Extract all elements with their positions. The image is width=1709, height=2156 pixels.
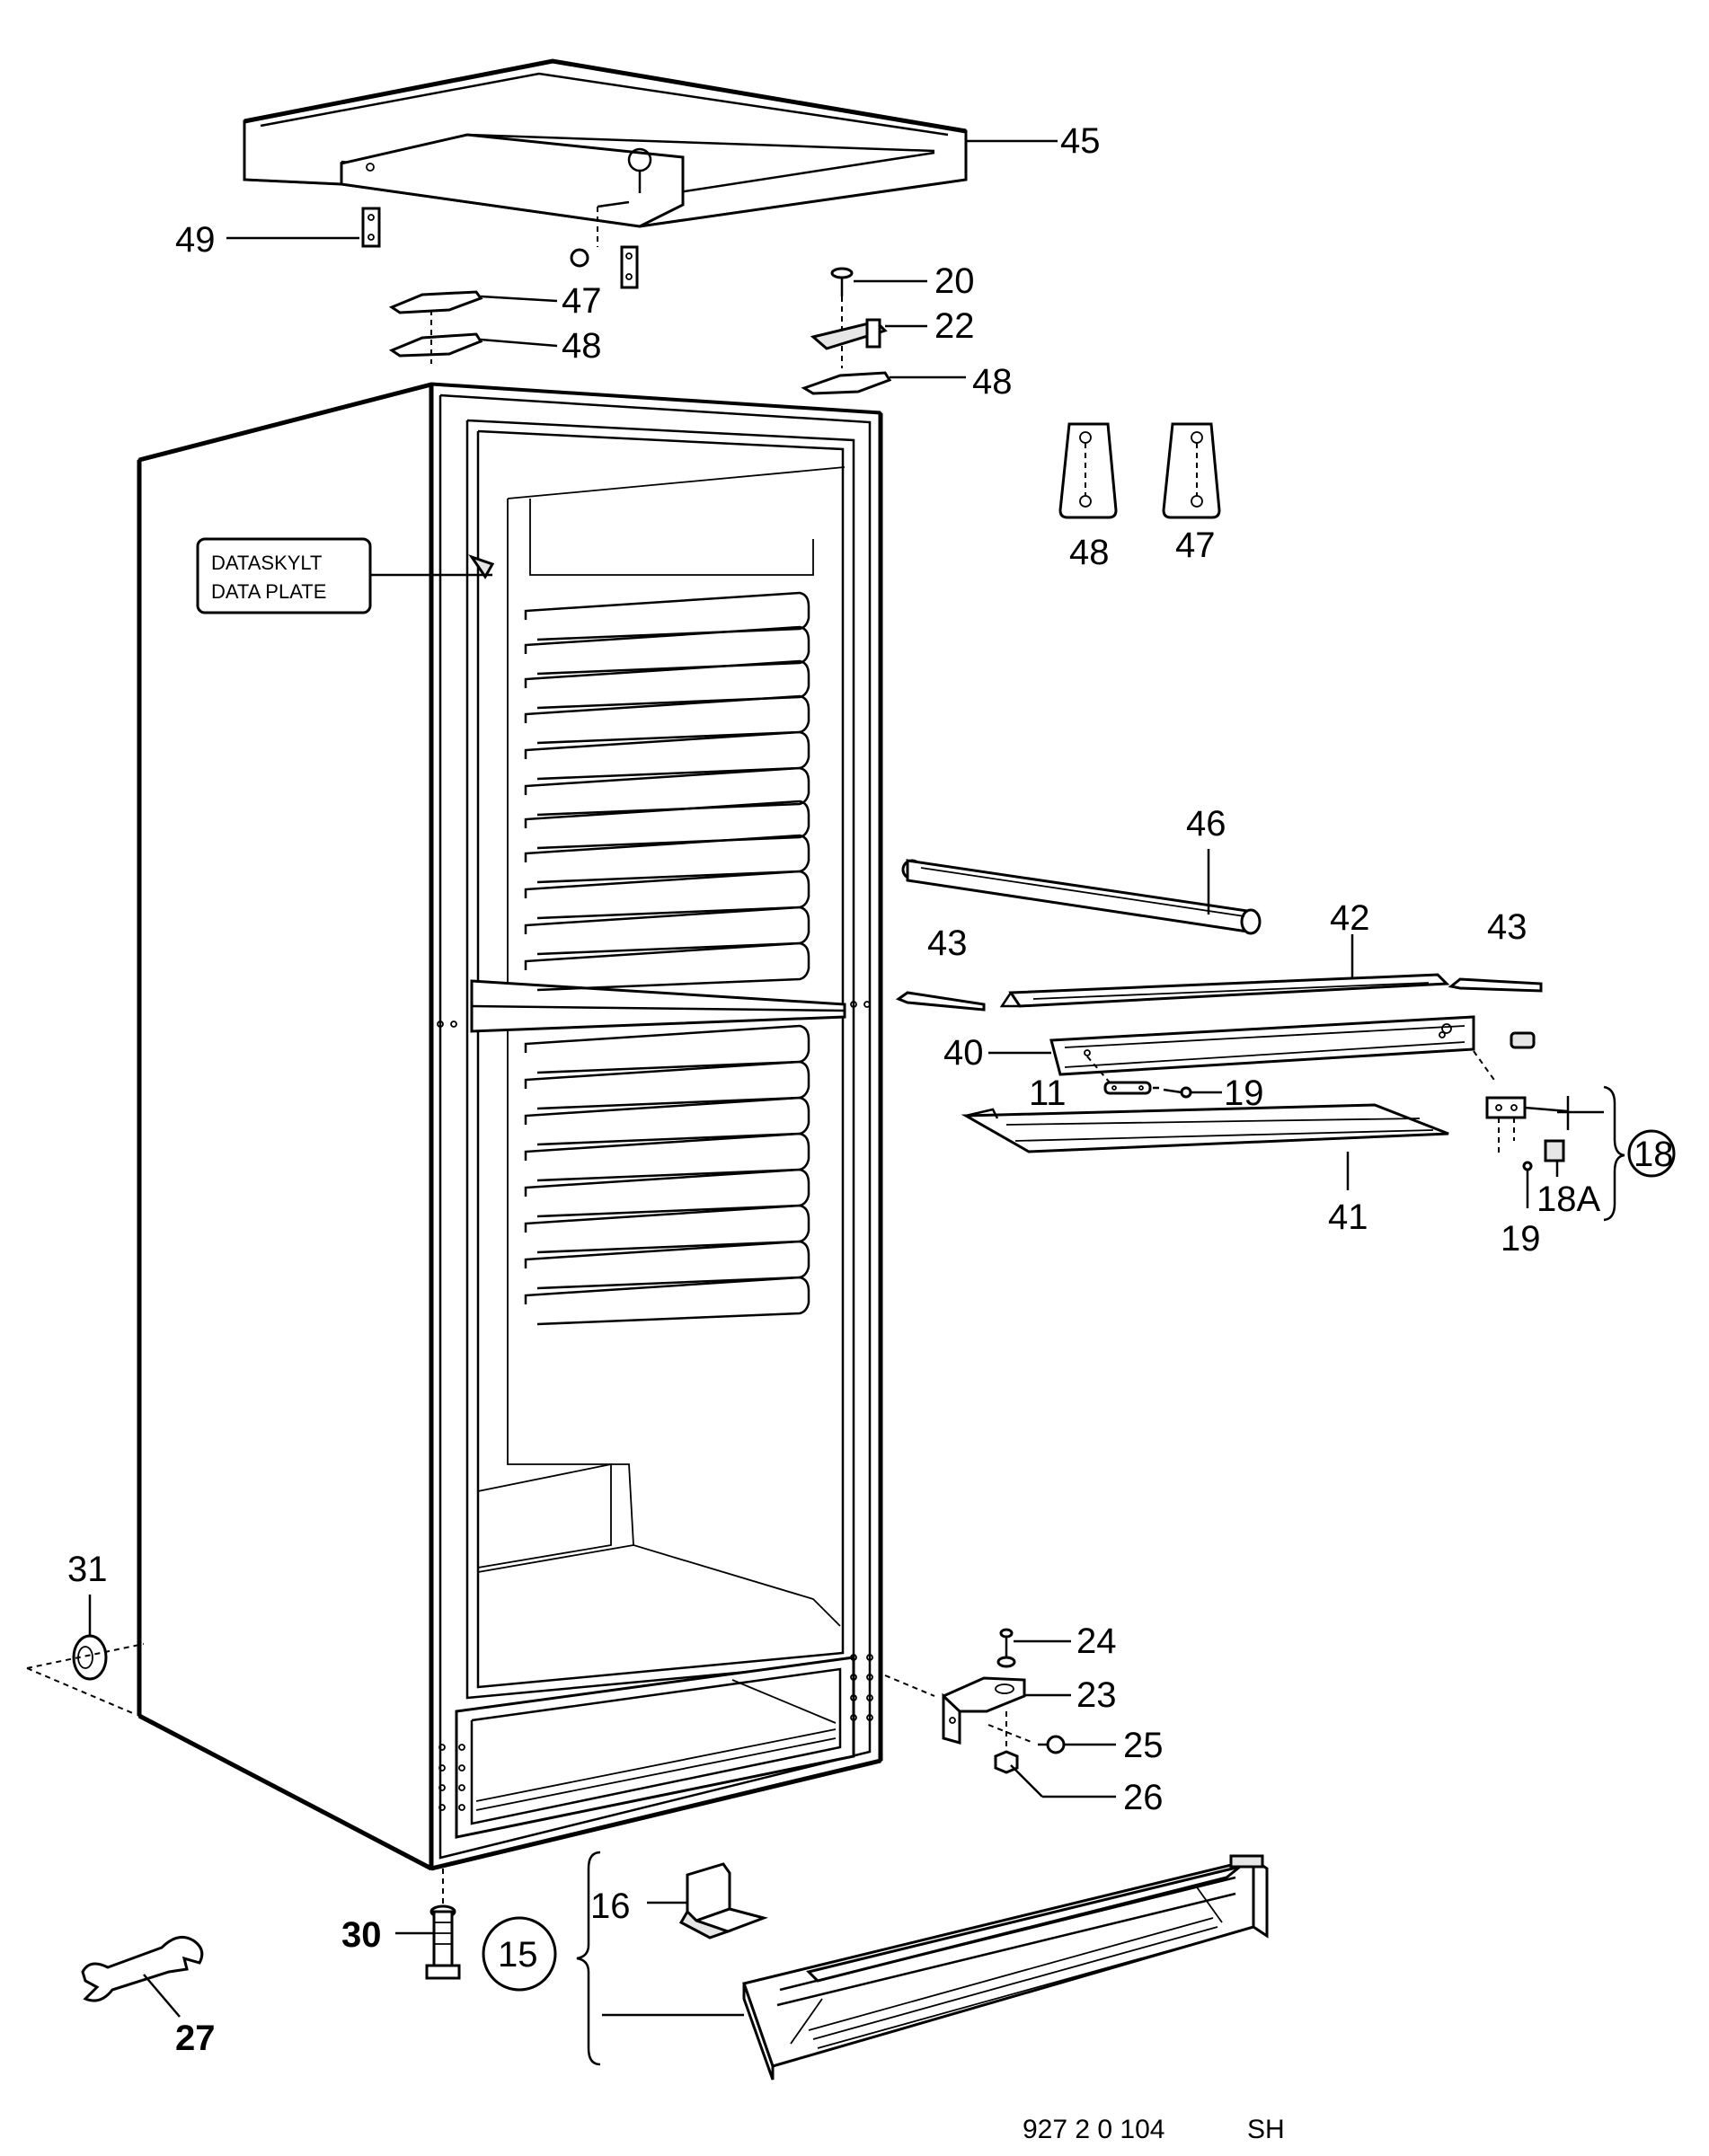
shelf-rail [524,1060,810,1110]
label-26: 26 [1123,1778,1164,1817]
shelf-rail [524,694,810,745]
hinge-plate-part-48-top [388,310,483,364]
shelf-rail [524,1024,810,1074]
hinge-plate-part-48-right [801,371,892,395]
adjustable-foot-part-30 [425,1869,461,1980]
shelf-rail [524,1204,810,1254]
top-cover-part-45 [243,58,968,228]
screw-part-19-middle [1163,1086,1192,1099]
bracket-part-49 [361,207,381,248]
label-31: 31 [67,1550,108,1589]
shelf-rail [524,834,810,884]
shelf-rail [524,1276,810,1326]
leader-lines [88,139,1604,2018]
screw-part-20 [830,267,854,368]
label-20: 20 [934,261,975,301]
label-25: 25 [1123,1726,1164,1765]
label-30: 30 [341,1915,382,1955]
nut-part-26 [994,1711,1019,1774]
label-22: 22 [934,306,975,346]
clip-part-43-right [1448,977,1543,993]
shelf-rail [524,659,810,710]
label-19-middle: 19 [1224,1074,1264,1113]
hinge-guide-line [884,1674,935,1697]
shelf-rail [524,906,810,956]
drawing-number: 927 2 0 104 [1023,2115,1164,2144]
group-bracket-18 [1603,1085,1625,1222]
label-16: 16 [590,1886,631,1926]
label-46: 46 [1186,804,1226,844]
label-24: 24 [1076,1621,1117,1661]
spacer-part-11 [1086,1056,1152,1095]
label-19-lower: 19 [1501,1219,1541,1259]
data-plate-label-swedish: DATASKYLT [211,552,322,574]
label-47-top: 47 [562,281,602,321]
cover-part-42 [999,973,1450,1008]
hinge-part-22 [810,318,888,350]
label-41: 41 [1328,1197,1368,1237]
drawing-code: SH [1247,2115,1285,2144]
shelf-rail [524,1240,810,1290]
group-bracket-15 [576,1851,601,2066]
shelf-rail [524,1096,810,1146]
rod-part-46 [901,859,1262,935]
label-48-detail: 48 [1069,533,1110,572]
clip-part-43-left [895,991,986,1012]
label-48-top: 48 [562,326,602,366]
cabinet-body [137,382,883,1871]
plate-detail-part-48 [1058,422,1118,519]
screw-part-25 [987,1724,1066,1754]
plate-detail-part-47 [1162,422,1221,519]
label-42: 42 [1330,898,1370,938]
foot-part-31 [26,1634,145,1715]
label-49: 49 [175,220,216,260]
label-43-right: 43 [1487,907,1527,947]
data-plate-callout: DATASKYLT DATA PLATE [196,537,492,614]
shelf-rail [524,870,810,920]
label-47-detail: 47 [1175,526,1216,565]
label-40: 40 [943,1033,984,1073]
callout-circle-18 [1627,1129,1676,1178]
label-27: 27 [175,2019,216,2058]
data-plate-label-english: DATA PLATE [211,580,326,603]
hinge-block-part-18a [1498,1118,1565,1162]
clip-part-16 [678,1862,768,1940]
hinge-plate-part-47-top [388,290,483,314]
label-18: 18 [1634,1135,1674,1174]
hinge-bracket-part-23 [942,1676,1026,1745]
label-11: 11 [1029,1074,1067,1113]
hinge-bar-part-40 [1049,1015,1536,1076]
kickplate-grille [742,1854,1269,2081]
label-43-left: 43 [927,923,968,963]
part-number-labels: 45 49 47 48 20 22 48 48 47 46 42 43 43 4… [67,121,1674,2058]
label-45: 45 [1060,121,1101,161]
shelf-rail [524,1168,810,1218]
shelf-rail [524,941,810,992]
screw-part-19-lower [1522,1161,1533,1171]
shelf-support-rails [524,591,810,1326]
shelf-rail [524,1132,810,1182]
pin-part-24 [996,1628,1016,1668]
screw-and-clip [570,200,639,289]
hinge-assembly-part-18 [1473,1050,1570,1130]
label-15: 15 [498,1935,538,1975]
wrench-part-27 [81,1935,204,2002]
base-plate-part-41 [961,1103,1449,1153]
label-48-right: 48 [972,362,1013,402]
label-18a: 18A [1536,1180,1600,1219]
callout-circle-15 [482,1916,557,1992]
shelf-rail [524,730,810,781]
label-23: 23 [1076,1675,1117,1715]
